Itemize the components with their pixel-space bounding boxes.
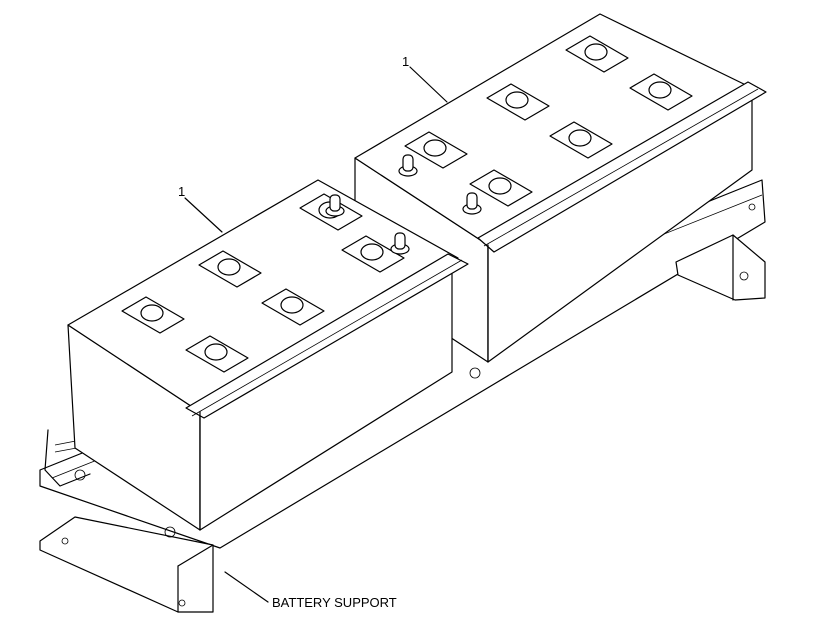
cell-cap: [280, 296, 304, 314]
cell-cap: [360, 243, 384, 261]
cell-cap: [217, 258, 241, 276]
battery-support-label: BATTERY SUPPORT: [272, 595, 397, 610]
cell-cap: [488, 177, 512, 195]
cell-cap: [568, 129, 592, 147]
terminal-post: [329, 194, 341, 212]
cell-cap: [505, 91, 529, 109]
cell-cap: [584, 43, 608, 61]
terminal-post: [466, 192, 478, 210]
callout-number-upper: 1: [402, 54, 409, 69]
callout-battery-support: BATTERY SUPPORT: [224, 571, 397, 610]
cell-cap: [140, 304, 164, 322]
callout-number-lower: 1: [178, 184, 185, 199]
cell-cap: [204, 343, 228, 361]
callout-battery-lower: 1: [178, 184, 223, 233]
terminal-post: [402, 154, 414, 172]
battery-lower: [67, 179, 469, 531]
callout-battery-upper: 1: [402, 54, 448, 103]
terminal-post: [394, 232, 406, 250]
battery-cell-caps: [121, 35, 693, 373]
cell-cap: [648, 81, 672, 99]
cell-cap: [423, 139, 447, 157]
